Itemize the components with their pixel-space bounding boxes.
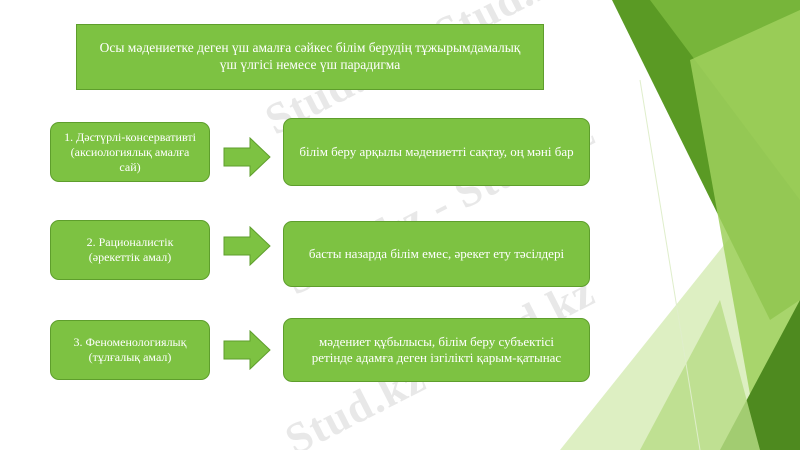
right-arrow-icon — [223, 330, 271, 370]
approach-description-box: басты назарда білім емес, әрекет ету тәс… — [283, 221, 590, 287]
deco-shape-pale-lower — [640, 300, 760, 450]
approach-description: мәдениет құбылысы, білім беру субъектісі… — [311, 333, 562, 365]
deco-thin-line — [639, 79, 701, 450]
right-arrow-icon — [223, 137, 271, 177]
approach-description-box: білім беру арқылы мәдениетті сақтау, оң … — [283, 118, 590, 186]
approach-label: 2. Рационалистік (әрекеттік амал) — [86, 235, 174, 264]
approach-label-box: 3. Феноменологиялық (тұлғалық амал) — [50, 320, 210, 380]
approach-description-box: мәдениет құбылысы, білім беру субъектісі… — [283, 318, 590, 382]
right-arrow-icon — [223, 226, 271, 266]
approach-description: білім беру арқылы мәдениетті сақтау, оң … — [299, 143, 574, 159]
title-text: Осы мәдениетке деген үш амалға сәйкес бі… — [99, 40, 521, 72]
approach-label-box: 2. Рационалистік (әрекеттік амал) — [50, 220, 210, 280]
deco-shape-light-strip — [690, 10, 800, 450]
approach-label-box: 1. Дәстүрлі-консервативті (аксиологиялық… — [50, 122, 210, 182]
approach-label: 1. Дәстүрлі-консервативті (аксиологиялық… — [64, 129, 196, 174]
title-box: Осы мәдениетке деген үш амалға сәйкес бі… — [76, 24, 544, 90]
approach-description: басты назарда білім емес, әрекет ету тәс… — [308, 245, 565, 261]
approach-label: 3. Феноменологиялық (тұлғалық амал) — [73, 335, 187, 364]
